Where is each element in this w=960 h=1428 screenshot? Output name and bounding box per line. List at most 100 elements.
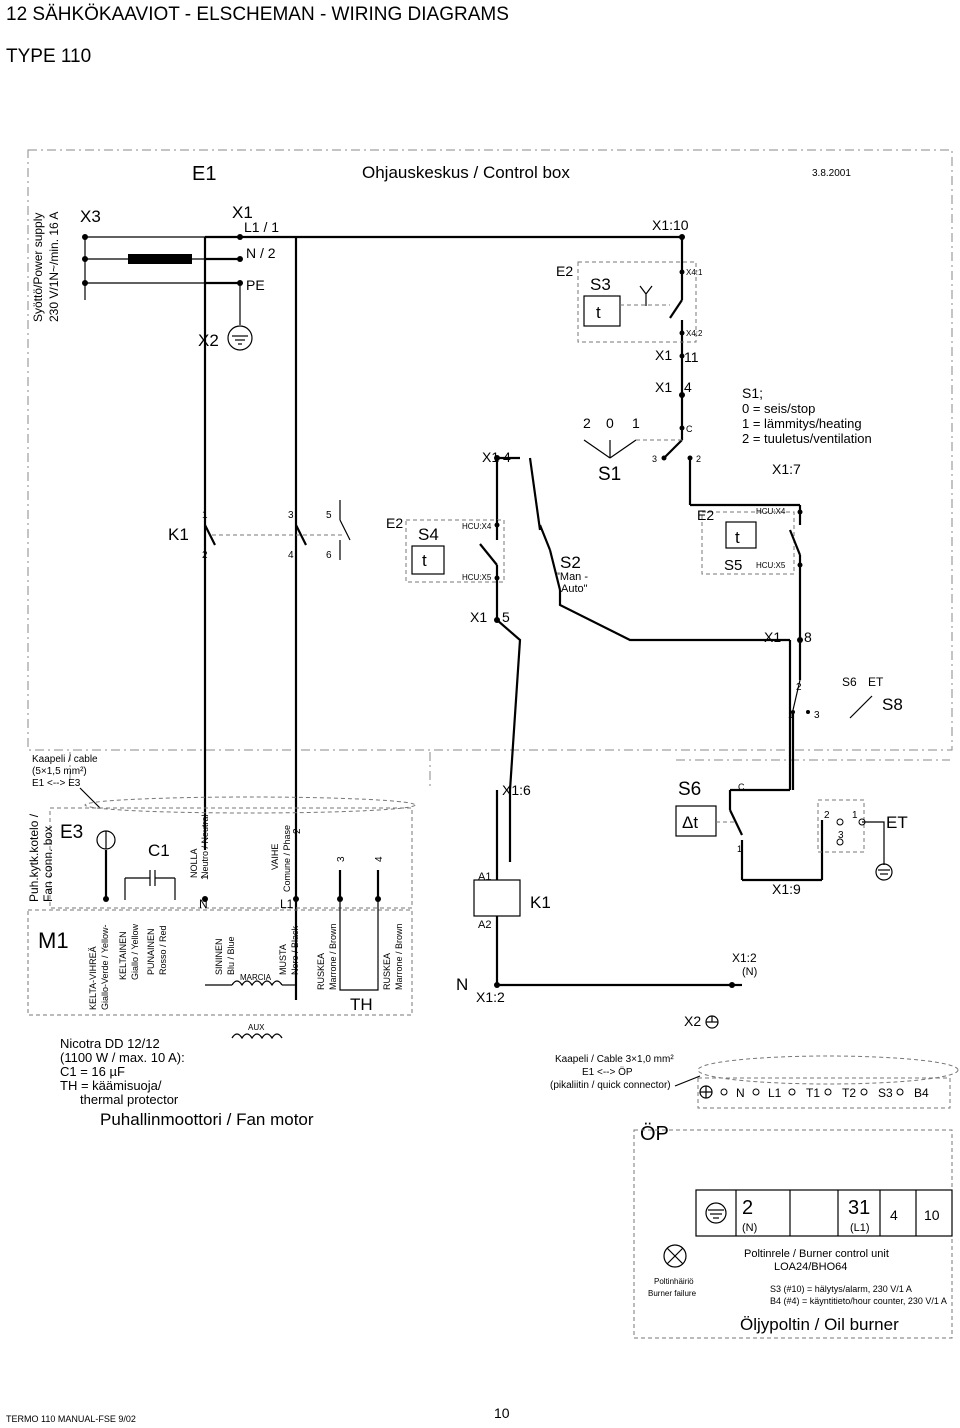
svg-text:6: 6 bbox=[326, 550, 332, 561]
svg-text:2: 2 bbox=[742, 1197, 753, 1219]
svg-text:Syöttö/Power supply: Syöttö/Power supply bbox=[31, 213, 45, 322]
svg-text:L1: L1 bbox=[280, 897, 294, 911]
svg-text:230 V/1N~/min. 16 A: 230 V/1N~/min. 16 A bbox=[47, 212, 61, 322]
control-box-border bbox=[27, 149, 953, 790]
svg-text:Blu / Blue: Blu / Blue bbox=[226, 936, 236, 975]
svg-text:B4 (#4) = käyntitieto/hour cou: B4 (#4) = käyntitieto/hour counter, 230 … bbox=[770, 1296, 947, 1306]
svg-text:X1: X1 bbox=[470, 609, 487, 625]
svg-text:N: N bbox=[456, 975, 468, 994]
svg-text:K1: K1 bbox=[168, 525, 189, 544]
svg-text:N / 2: N / 2 bbox=[246, 245, 276, 261]
svg-text:1: 1 bbox=[632, 415, 640, 431]
svg-text:KELTAINEN: KELTAINEN bbox=[118, 931, 128, 980]
relay-k1: X1:6 A1 A2 K1 N X1:2 bbox=[456, 782, 732, 1005]
svg-text:2: 2 bbox=[824, 810, 830, 821]
svg-text:0: 0 bbox=[606, 415, 614, 431]
svg-text:Puh.kytk.kotelo /: Puh.kytk.kotelo / bbox=[27, 813, 41, 902]
svg-text:3: 3 bbox=[288, 510, 294, 521]
svg-text:E1 <--> E3: E1 <--> E3 bbox=[32, 778, 81, 789]
fan-motor: M1 C1 NOLLA Neutro / Neutral VAIHE Comun… bbox=[27, 814, 413, 1129]
svg-text:Giallo / Yellow: Giallo / Yellow bbox=[130, 923, 140, 980]
x1-terminals: X1 L1 / 1 N / 2 PE X2 bbox=[198, 203, 682, 850]
svg-text:8: 8 bbox=[804, 629, 812, 645]
svg-text:2: 2 bbox=[583, 415, 591, 431]
svg-text:1: 1 bbox=[202, 510, 208, 521]
power-terminals bbox=[82, 234, 205, 300]
svg-text:Poltinhäiriö: Poltinhäiriö bbox=[654, 1277, 694, 1286]
svg-text:T2: T2 bbox=[842, 1086, 856, 1100]
svg-text:S2: S2 bbox=[560, 553, 581, 572]
svg-text:2: 2 bbox=[796, 682, 802, 693]
oil-burner: 2 (N) 31 (L1) 4 10 Poltinhäiriö Burner f… bbox=[633, 1129, 953, 1339]
svg-text:Marrone / Brown: Marrone / Brown bbox=[394, 923, 404, 990]
svg-text:E1 <--> ÖP: E1 <--> ÖP bbox=[582, 1066, 633, 1078]
svg-text:S4: S4 bbox=[418, 525, 439, 544]
svg-text:HCU:X4: HCU:X4 bbox=[756, 507, 786, 516]
svg-text:X1: X1 bbox=[655, 347, 672, 363]
op-connector: N L1 T1 T2 S3 B4 ÖP bbox=[640, 1055, 959, 1145]
svg-text:X4:2: X4:2 bbox=[686, 329, 703, 338]
svg-text:Rosso / Red: Rosso / Red bbox=[158, 925, 168, 975]
svg-text:Öljypoltin / Oil burner: Öljypoltin / Oil burner bbox=[740, 1315, 899, 1334]
svg-text:1: 1 bbox=[852, 810, 858, 821]
svg-text:ET: ET bbox=[886, 813, 908, 832]
s8-switch: 2 1 3 S6 ET S8 bbox=[788, 675, 903, 790]
cable2-note: Kaapeli / Cable 3×1,0 mm² E1 <--> ÖP (pi… bbox=[550, 1054, 701, 1091]
svg-text:RUSKEA: RUSKEA bbox=[316, 953, 326, 990]
svg-text:Giallo-Verde / Yellow-: Giallo-Verde / Yellow- bbox=[100, 924, 110, 1010]
svg-text:4: 4 bbox=[684, 379, 692, 395]
svg-text:t: t bbox=[422, 551, 427, 570]
s3-thermostat: X1:10 X4:1 X4:2 X1 11 E2 S3 t bbox=[556, 217, 703, 395]
svg-text:2 = tuuletus/ventilation: 2 = tuuletus/ventilation bbox=[742, 431, 872, 446]
control-box-ref: E1 bbox=[192, 163, 216, 185]
svg-text:SININEN: SININEN bbox=[214, 938, 224, 975]
et-sensor: 2 1 3 ET bbox=[817, 799, 908, 881]
svg-text:M1: M1 bbox=[38, 928, 69, 953]
svg-text:S3 (#10) = hälytys/alarm, 230: S3 (#10) = hälytys/alarm, 230 V/1 A bbox=[770, 1284, 912, 1294]
svg-text:X1:6: X1:6 bbox=[502, 782, 531, 798]
svg-text:(L1): (L1) bbox=[850, 1222, 870, 1234]
svg-text:A2: A2 bbox=[478, 919, 491, 931]
svg-text:HCU:X5: HCU:X5 bbox=[462, 573, 492, 582]
svg-text:X1:2: X1:2 bbox=[732, 951, 757, 965]
svg-text:S1: S1 bbox=[598, 464, 621, 485]
svg-text:MARCIA: MARCIA bbox=[240, 973, 272, 982]
svg-text:thermal protector: thermal protector bbox=[80, 1092, 179, 1107]
svg-text:TH: TH bbox=[350, 995, 373, 1014]
svg-text:E3: E3 bbox=[60, 822, 83, 843]
svg-text:2: 2 bbox=[696, 454, 701, 464]
svg-text:(5×1,5 mm²): (5×1,5 mm²) bbox=[32, 766, 87, 777]
svg-text:PE: PE bbox=[246, 277, 265, 293]
svg-text:1: 1 bbox=[200, 874, 211, 880]
svg-text:LOA24/BHO64: LOA24/BHO64 bbox=[774, 1261, 847, 1273]
svg-text:4: 4 bbox=[374, 856, 385, 862]
svg-text:S6: S6 bbox=[678, 779, 701, 800]
svg-text:X1:2: X1:2 bbox=[476, 989, 505, 1005]
svg-text:K1: K1 bbox=[530, 893, 551, 912]
page-title: 12 SÄHKÖKAAVIOT - ELSCHEMAN - WIRING DIA… bbox=[6, 4, 509, 25]
svg-text:KELTA-VIHREÄ: KELTA-VIHREÄ bbox=[88, 946, 98, 1010]
svg-text:B4: B4 bbox=[914, 1086, 929, 1100]
k1-contacts: K1 1 2 3 4 5 6 bbox=[168, 500, 351, 561]
svg-text:X1:7: X1:7 bbox=[772, 461, 801, 477]
s4-thermostat: E2 S4 t HCU:X4 HCU:X5 bbox=[386, 515, 505, 620]
fan-conn-box: Puh.kytk.kotelo / Fan conn. box E3 bbox=[27, 807, 413, 909]
s1-mode-switch: X1 4 C 3 2 X1 4 2 0 1 S1 S1; 0 = seis/st… bbox=[482, 379, 872, 520]
s5-thermostat: E2 t S5 HCU:X4 HCU:X5 X1 8 bbox=[697, 505, 812, 680]
svg-text:"Man -: "Man - bbox=[556, 571, 588, 583]
svg-text:Comune / Phase: Comune / Phase bbox=[282, 825, 292, 892]
svg-text:S6: S6 bbox=[842, 675, 857, 689]
svg-text:Marrone / Brown: Marrone / Brown bbox=[328, 923, 338, 990]
svg-text:N: N bbox=[199, 897, 208, 911]
svg-text:5: 5 bbox=[502, 609, 510, 625]
svg-text:Kaapeli / Cable 3×1,0 mm²: Kaapeli / Cable 3×1,0 mm² bbox=[555, 1054, 674, 1065]
svg-text:Burner failure: Burner failure bbox=[648, 1289, 697, 1298]
svg-text:C: C bbox=[738, 782, 745, 792]
svg-text:X1:9: X1:9 bbox=[772, 881, 801, 897]
svg-text:T1: T1 bbox=[806, 1086, 820, 1100]
svg-text:Neutro / Neutral: Neutro / Neutral bbox=[200, 814, 210, 878]
svg-text:Kaapeli / cable: Kaapeli / cable bbox=[32, 754, 98, 765]
svg-text:C: C bbox=[686, 424, 693, 434]
svg-text:X1: X1 bbox=[232, 203, 253, 222]
